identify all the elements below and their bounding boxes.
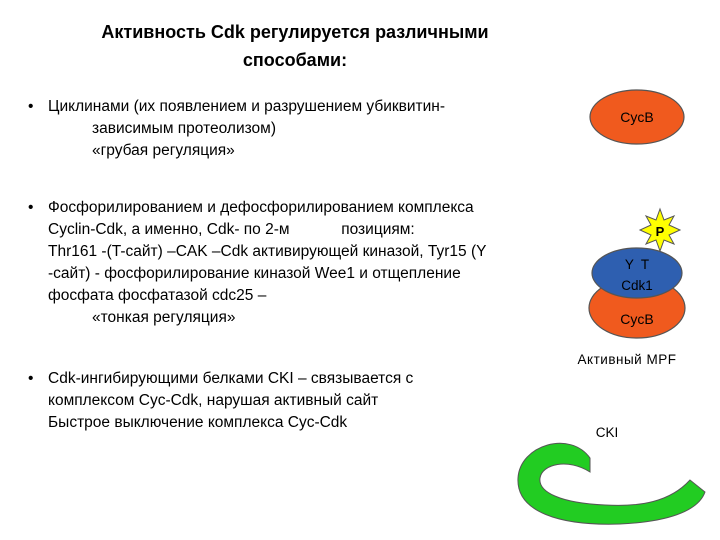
slide-title: Активность Cdk регулируется различными с… [60, 18, 530, 74]
title-line-1: Активность Cdk регулируется различными [101, 22, 489, 42]
bullet-line: Cyclin-Cdk, а именно, Cdk- по 2-м позици… [48, 221, 415, 238]
bullet-line: «грубая регуляция» [92, 142, 235, 159]
bullet-line: Циклинами (их появлением и разрушением у… [48, 98, 446, 115]
bullet-line: Быстрое выключение комплекса Cyc-Cdk [48, 414, 348, 431]
bullet-phosphorylation: • Фосфорилированием и дефосфорилирование… [28, 197, 563, 329]
cki-inhibitor-shape [517, 442, 706, 525]
bullet-cyclins: • Циклинами (их появлением и разрушением… [28, 96, 548, 162]
cyclin-b-oval [589, 89, 685, 145]
active-mpf-label: Активный MPF [578, 352, 677, 367]
bullet-line: фосфата фосфатазой cdc25 – [48, 287, 267, 304]
bullet-line: Thr161 -(T-сайт) –CAK –Cdk активирующей … [48, 243, 487, 260]
bullet-line: зависимым протеолизом) [92, 120, 276, 137]
complex-cyclin-b-label: CycB [620, 311, 653, 327]
phosphate-label: P [656, 224, 665, 239]
bullet-line: «тонкая регуляция» [92, 309, 236, 326]
cdk1-oval [591, 247, 683, 299]
title-line-2: способами: [242, 50, 348, 70]
bullet-cki: • Cdk-ингибирующими белками CKI – связыв… [28, 368, 498, 434]
cyclin-b-label: CycB [620, 109, 653, 125]
cki-label: CKI [596, 425, 619, 440]
cdk1-sites-label: Y T [625, 257, 649, 272]
cdk1-label: Cdk1 [621, 278, 653, 293]
bullet-line: Cdk-ингибирующими белками CKI – связывае… [48, 370, 414, 387]
bullet-line: -сайт) - фосфорилирование киназой Wee1 и… [48, 265, 461, 282]
bullet-line: Фосфорилированием и дефосфорилированием … [48, 199, 474, 216]
phosphate-star-icon [638, 207, 682, 253]
bullet-marker: • [28, 199, 34, 216]
bullet-marker: • [28, 98, 34, 115]
bullet-line: комплексом Cyc-Cdk, нарушая активный сай… [48, 392, 379, 409]
bullet-marker: • [28, 370, 34, 387]
